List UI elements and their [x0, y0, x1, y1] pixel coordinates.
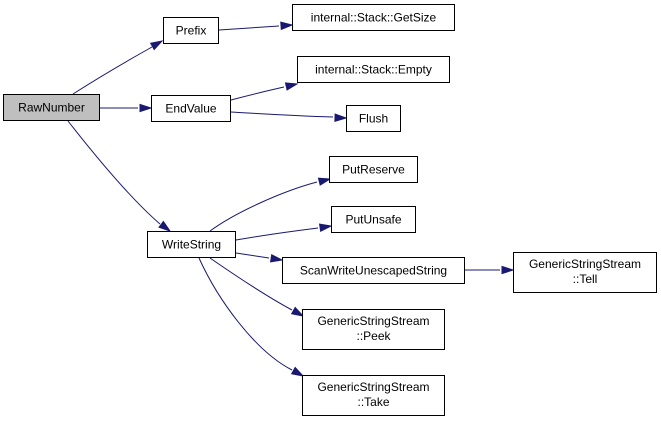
node-writestring-label: WriteString [162, 238, 221, 252]
node-peek-label-line2: ::Peek [356, 329, 391, 343]
node-take-label-line2: ::Take [357, 395, 389, 409]
node-scanwriteunescapedstring[interactable]: ScanWriteUnescapedString [282, 257, 465, 284]
edge-rawnumber-to-writestring [67, 120, 172, 232]
edge-rawnumber-to-prefix [72, 40, 164, 95]
edge-line [209, 181, 318, 232]
node-empty-label: internal::Stack::Empty [315, 63, 432, 77]
node-getsize-label: internal::Stack::GetSize [311, 11, 437, 25]
node-scanwrite-label: ScanWriteUnescapedString [300, 264, 447, 278]
arrowhead-icon [158, 220, 172, 232]
edge-line [230, 111, 334, 118]
node-putunsafe[interactable]: PutUnsafe [331, 206, 416, 233]
edge-writestring-to-peek [209, 257, 305, 317]
arrowhead-icon [139, 103, 153, 113]
arrowhead-icon [290, 306, 305, 317]
node-tell-label-line1: GenericStringStream [529, 257, 641, 271]
node-peek-label-line1: GenericStringStream [317, 314, 429, 328]
node-endvalue[interactable]: EndValue [151, 95, 231, 122]
arrowhead-icon [334, 113, 348, 122]
node-putreserve-label: PutReserve [342, 163, 405, 177]
edge-line [198, 257, 293, 371]
edge-endvalue-to-flush [230, 111, 348, 122]
node-putunsafe-label: PutUnsafe [345, 213, 401, 227]
node-endvalue-label: EndValue [165, 102, 216, 116]
edge-line [209, 257, 293, 311]
edge-line [235, 252, 270, 259]
arrowhead-icon [284, 82, 299, 91]
arrowhead-icon [501, 265, 515, 275]
node-getsize[interactable]: internal::Stack::GetSize [292, 4, 455, 31]
arrowhead-icon [149, 40, 164, 51]
edge-line [67, 120, 161, 225]
node-tell-label-line2: ::Tell [573, 272, 598, 286]
edge-scanwrite-to-tell [465, 265, 515, 275]
node-flush-label: Flush [359, 112, 388, 126]
edge-line [230, 86, 285, 101]
edge-rawnumber-to-endvalue [100, 103, 153, 113]
node-rawnumber[interactable]: RawNumber [3, 94, 100, 121]
edge-line [72, 46, 153, 95]
edge-endvalue-to-empty [230, 82, 299, 101]
edge-line [218, 25, 280, 31]
edge-line [235, 227, 319, 241]
node-tell[interactable]: GenericStringStream ::Tell [513, 252, 657, 293]
node-flush[interactable]: Flush [346, 105, 401, 132]
node-putreserve[interactable]: PutReserve [329, 156, 418, 183]
edge-writestring-to-putunsafe [235, 223, 333, 241]
node-empty[interactable]: internal::Stack::Empty [297, 56, 450, 83]
arrowhead-icon [280, 21, 294, 31]
arrowhead-icon [290, 366, 305, 377]
edge-prefix-to-getsize [218, 21, 294, 31]
arrowhead-icon [317, 177, 332, 186]
node-writestring[interactable]: WriteString [147, 231, 236, 258]
edge-writestring-to-scanwrite [235, 252, 284, 263]
node-prefix-label: Prefix [176, 24, 207, 38]
edge-writestring-to-take [198, 257, 305, 377]
node-take[interactable]: GenericStringStream ::Take [302, 375, 445, 416]
node-peek[interactable]: GenericStringStream ::Peek [302, 309, 445, 350]
edges-layer [67, 21, 515, 377]
node-rawnumber-label: RawNumber [18, 101, 85, 115]
arrowhead-icon [269, 254, 284, 263]
node-prefix[interactable]: Prefix [163, 17, 219, 44]
arrowhead-icon [318, 223, 333, 232]
edge-writestring-to-putreserve [209, 177, 332, 232]
node-take-label-line1: GenericStringStream [317, 380, 429, 394]
